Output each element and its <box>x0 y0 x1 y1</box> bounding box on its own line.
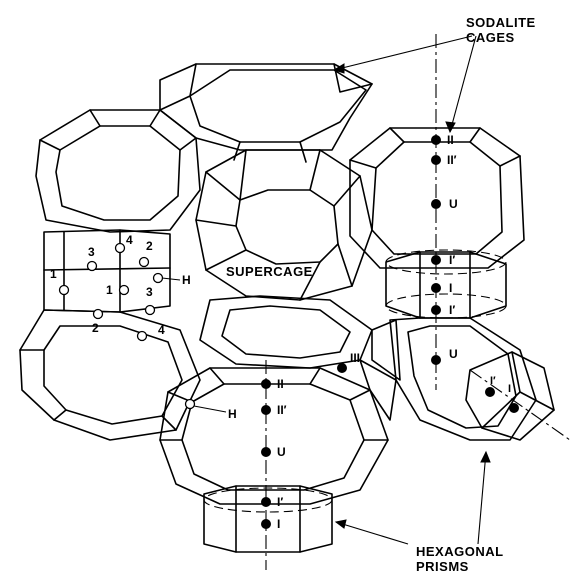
oxygen-label-4-top: 4 <box>126 233 133 247</box>
oxygen-dot <box>120 286 129 295</box>
right-cage-sites: II II′ U I′ I I′ U <box>432 133 458 365</box>
oxygen-label-1-left: 1 <box>50 267 57 281</box>
sodalite-label-line1: SODALITE <box>466 15 536 30</box>
hexagonal-label-line1: HEXAGONAL <box>416 544 504 559</box>
oxygen-label-h-bot: H <box>228 407 237 421</box>
site-label-ii-prime: II′ <box>277 403 287 417</box>
site-dot <box>432 156 441 165</box>
site-dot <box>432 200 441 209</box>
site-label-u-low: U <box>449 347 458 361</box>
site-label-ii-prime: II′ <box>447 153 457 167</box>
oxygen-label-h-top: H <box>182 273 191 287</box>
oxygen-dot <box>60 286 69 295</box>
site-label-i: I <box>508 383 511 395</box>
site-dot <box>338 364 347 373</box>
site-label-i: I <box>277 517 280 531</box>
sodalite-label-line2: CAGES <box>466 30 515 45</box>
site-label-ii: II <box>447 133 454 147</box>
site-label-i-prime: I′ <box>490 375 496 387</box>
site-dot <box>262 448 271 457</box>
oxygen-dot <box>154 274 163 283</box>
oxygen-label-4-bot: 4 <box>158 323 165 337</box>
site-dot <box>486 388 495 397</box>
site-dot <box>510 404 519 413</box>
site-label-iii: III <box>350 351 360 365</box>
oxygen-label-3-mid: 3 <box>146 285 153 299</box>
site-dot <box>262 406 271 415</box>
site-dot <box>432 256 441 265</box>
oxygen-dot <box>140 258 149 267</box>
oxygen-label-1-mid: 1 <box>106 283 113 297</box>
site-dot <box>432 306 441 315</box>
site-dot <box>432 356 441 365</box>
site-label-u: U <box>449 197 458 211</box>
site-label-i-prime: I′ <box>277 495 283 509</box>
oxygen-dot <box>88 262 97 271</box>
site-label-i-prime-top: I′ <box>449 253 455 267</box>
site-dot <box>262 380 271 389</box>
oxygen-dot <box>94 310 103 319</box>
hexagonal-label-line2: PRISMS <box>416 559 469 574</box>
oxygen-dot <box>116 244 125 253</box>
site-dot <box>262 520 271 529</box>
framework-lines <box>20 64 554 552</box>
oxygen-label-2-bot: 2 <box>92 321 99 335</box>
oxygen-label-3-top: 3 <box>88 245 95 259</box>
oxygen-label-2-top: 2 <box>146 239 153 253</box>
supercage-label: SUPERCAGE <box>226 264 313 279</box>
site-label-ii: II <box>277 377 284 391</box>
site-dot <box>432 136 441 145</box>
leader-arrows <box>334 36 490 544</box>
bottom-cage-sites: II II′ U I′ I <box>262 377 287 531</box>
site-label-i-prime-bot: I′ <box>449 303 455 317</box>
site-dot <box>262 498 271 507</box>
oxygen-dot <box>186 400 195 409</box>
site-dot <box>432 284 441 293</box>
site-label-u: U <box>277 445 286 459</box>
site-label-i: I <box>449 281 452 295</box>
oxygen-dot <box>138 332 147 341</box>
oxygen-dot <box>146 306 155 315</box>
